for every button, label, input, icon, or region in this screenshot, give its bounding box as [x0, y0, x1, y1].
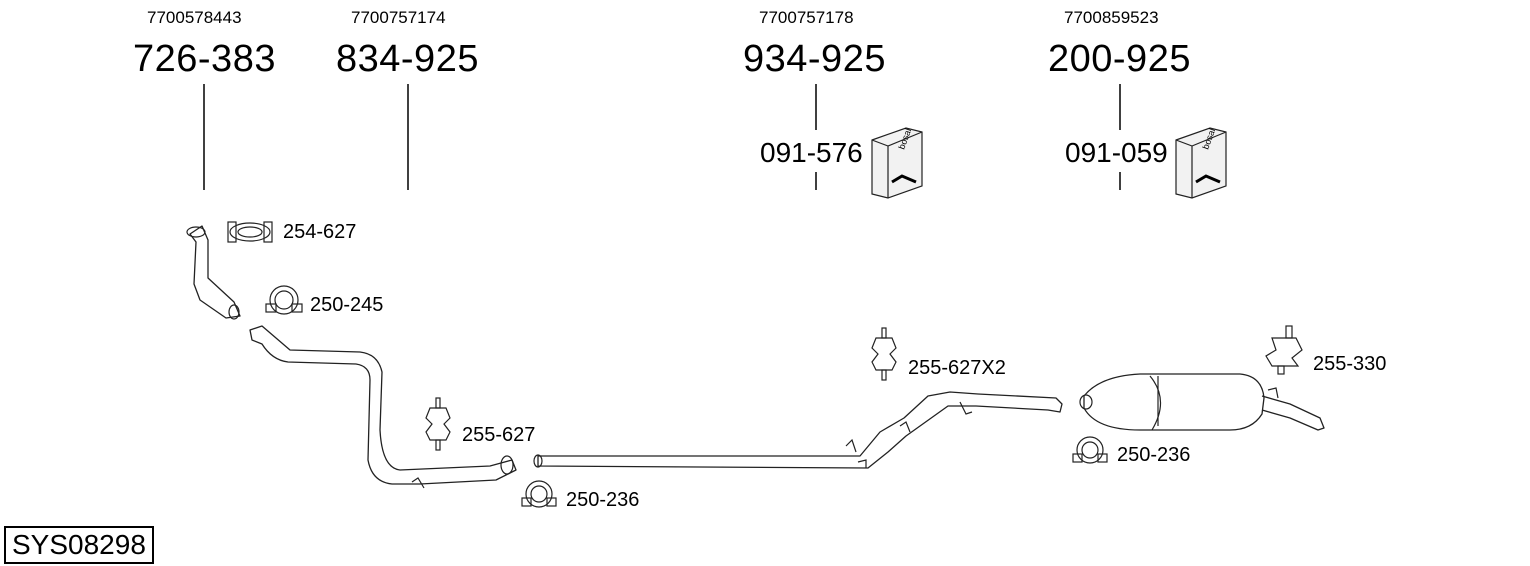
clamp-250-245-icon: [265, 285, 303, 315]
label-mount-1[interactable]: 255-627: [462, 424, 536, 446]
part-number-4[interactable]: 200-925: [1048, 38, 1191, 80]
kit-number-1[interactable]: 091-576: [760, 137, 863, 168]
middle-pipe-834-925: [249, 325, 517, 489]
part-number-2[interactable]: 834-925: [336, 38, 479, 80]
clamp-250-236-rear-icon: [1072, 436, 1108, 464]
label-clamp-1[interactable]: 250-245: [310, 294, 384, 316]
part-number-3[interactable]: 934-925: [743, 38, 886, 80]
label-clamp-2[interactable]: 250-236: [566, 489, 640, 511]
oem-number-2: 7700757174: [351, 8, 446, 27]
oem-number-1: 7700578443: [147, 8, 242, 27]
mount-255-627-icon: [425, 397, 451, 451]
label-mount-2[interactable]: 255-627X2: [908, 357, 1006, 379]
label-clamp-top[interactable]: 254-627: [283, 221, 357, 243]
label-clamp-3[interactable]: 250-236: [1117, 444, 1191, 466]
front-pipe-726-383: [186, 225, 241, 320]
mount-255-627x2-icon: [871, 327, 897, 381]
bosal-kit-box-icon-2: bosal: [1175, 127, 1227, 199]
kit-number-2[interactable]: 091-059: [1065, 137, 1168, 168]
oem-number-3: 7700757178: [759, 8, 854, 27]
clamp-250-236-icon: [521, 480, 557, 508]
part-number-1[interactable]: 726-383: [133, 38, 276, 80]
mount-255-330-icon: [1265, 325, 1303, 375]
system-id-box: SYS08298: [4, 526, 154, 564]
intermediate-pipe-934-925: [533, 391, 1063, 469]
clamp-254-627-icon: [227, 221, 273, 243]
oem-number-4: 7700859523: [1064, 8, 1159, 27]
label-mount-3[interactable]: 255-330: [1313, 353, 1387, 375]
bosal-kit-box-icon-1: bosal: [871, 127, 923, 199]
rear-silencer-200-925: [1079, 373, 1325, 431]
